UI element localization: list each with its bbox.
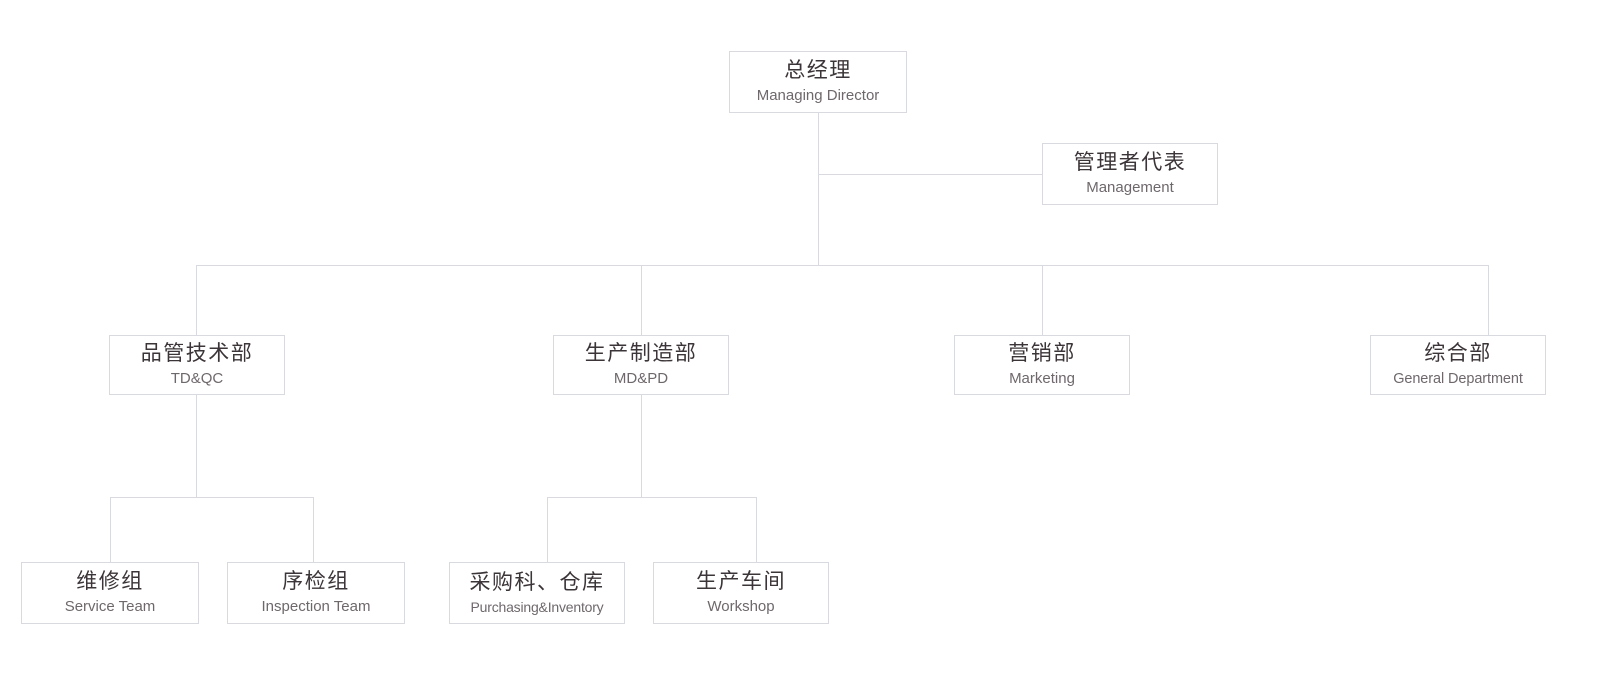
node-workshop[interactable]: 生产车间 Workshop xyxy=(653,562,829,624)
node-md-pd-en: MD&PD xyxy=(613,370,669,388)
node-inspection-team-en: Inspection Team xyxy=(261,598,371,616)
node-purchasing-inventory-en: Purchasing&Inventory xyxy=(470,599,604,616)
connector-md-pd-bar xyxy=(547,497,757,498)
node-management-rep-cn: 管理者代表 xyxy=(1073,151,1187,175)
node-general-department-cn: 综合部 xyxy=(1424,342,1492,366)
node-td-qc-en: TD&QC xyxy=(170,370,224,388)
node-workshop-en: Workshop xyxy=(707,598,775,616)
connector-drop-td-qc xyxy=(196,265,197,335)
node-td-qc-cn: 品管技术部 xyxy=(140,342,254,366)
node-general-department[interactable]: 综合部 General Department xyxy=(1370,335,1546,395)
node-inspection-team[interactable]: 序检组 Inspection Team xyxy=(227,562,405,624)
node-service-team-cn: 维修组 xyxy=(76,570,144,594)
node-service-team-en: Service Team xyxy=(64,598,156,616)
node-general-department-en: General Department xyxy=(1393,370,1523,387)
connector-drop-general-department xyxy=(1488,265,1489,335)
connector-md-trunk xyxy=(818,113,819,266)
connector-drop-purchasing-inventory xyxy=(547,497,548,562)
node-management-rep-en: Management xyxy=(1086,179,1174,197)
node-service-team[interactable]: 维修组 Service Team xyxy=(21,562,199,624)
connector-md-pd-trunk xyxy=(641,395,642,497)
node-managing-director[interactable]: 总经理 Managing Director xyxy=(729,51,907,113)
connector-drop-md-pd xyxy=(641,265,642,335)
node-workshop-cn: 生产车间 xyxy=(696,570,786,594)
connector-drop-service-team xyxy=(110,497,111,562)
node-marketing-en: Marketing xyxy=(1009,370,1075,388)
node-managing-director-en: Managing Director xyxy=(756,87,880,105)
connector-td-qc-trunk xyxy=(196,395,197,497)
node-md-pd-cn: 生产制造部 xyxy=(584,342,698,366)
connector-drop-inspection-team xyxy=(313,497,314,562)
node-purchasing-inventory-cn: 采购科、仓库 xyxy=(469,570,605,594)
connector-drop-marketing xyxy=(1042,265,1043,335)
node-md-pd[interactable]: 生产制造部 MD&PD xyxy=(553,335,729,395)
node-managing-director-cn: 总经理 xyxy=(784,59,852,83)
connector-drop-workshop xyxy=(756,497,757,562)
node-marketing-cn: 营销部 xyxy=(1008,342,1076,366)
connector-level2-bar xyxy=(196,265,1489,266)
node-purchasing-inventory[interactable]: 采购科、仓库 Purchasing&Inventory xyxy=(449,562,625,624)
node-td-qc[interactable]: 品管技术部 TD&QC xyxy=(109,335,285,395)
node-inspection-team-cn: 序检组 xyxy=(282,570,350,594)
node-marketing[interactable]: 营销部 Marketing xyxy=(954,335,1130,395)
connector-td-qc-bar xyxy=(110,497,314,498)
connector-md-to-management-rep xyxy=(818,174,1042,175)
node-management-rep[interactable]: 管理者代表 Management xyxy=(1042,143,1218,205)
